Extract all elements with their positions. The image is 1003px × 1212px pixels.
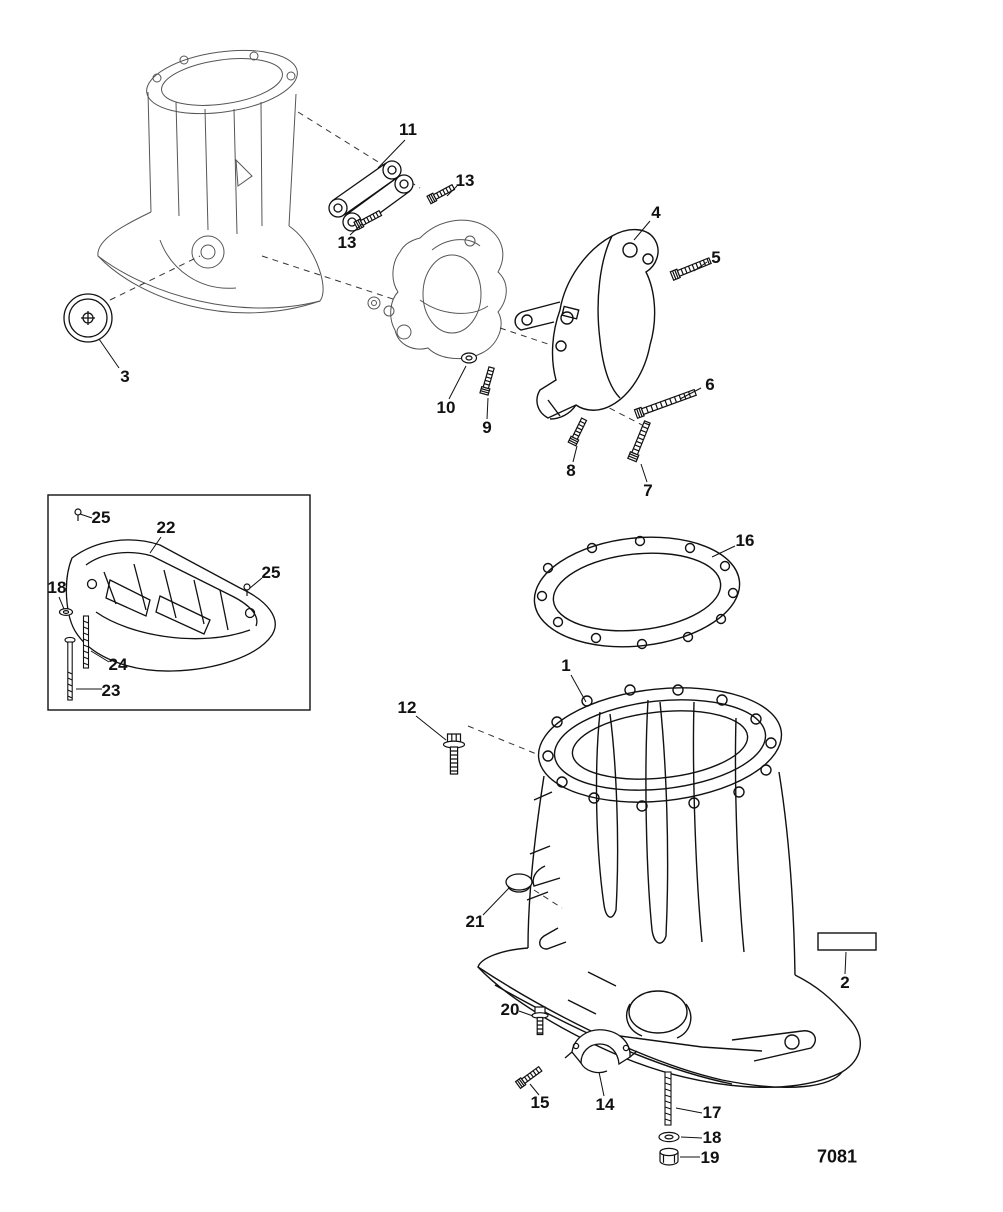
bolt-9 — [479, 365, 497, 396]
callout-1: 1 — [561, 656, 571, 675]
clamp-bracket-drawing — [514, 229, 659, 420]
callout-18-lower: 18 — [702, 1128, 722, 1147]
bolt-15 — [514, 1064, 544, 1089]
callout-18-inset: 18 — [47, 578, 67, 597]
callout-25-left: 25 — [91, 508, 111, 527]
callout-2: 2 — [840, 973, 850, 992]
leader-lines — [58, 139, 847, 1158]
inset-detail-box — [47, 494, 311, 711]
callout-21: 21 — [465, 912, 485, 931]
bolt-13-upper — [426, 182, 456, 205]
bolt-8 — [567, 416, 589, 447]
bolt-23-drawing — [64, 636, 76, 701]
callout-22: 22 — [156, 518, 176, 537]
washer-10-drawing — [460, 352, 478, 364]
nut-19-drawing — [659, 1147, 679, 1166]
gasket-16-drawing — [533, 535, 741, 650]
upper-housing-ghost-drawing — [97, 49, 324, 314]
washer-18-lower-drawing — [658, 1131, 680, 1143]
callout-15: 15 — [530, 1093, 550, 1112]
screw-25-left — [74, 508, 82, 521]
driveshaft-housing-drawing — [477, 684, 861, 1088]
callout-11: 11 — [399, 120, 417, 139]
callout-17: 17 — [702, 1103, 722, 1122]
washer-18-inset-drawing — [58, 607, 74, 616]
decal-2-drawing — [817, 932, 877, 951]
callout-16: 16 — [735, 531, 755, 550]
trim-tab-drawing — [63, 293, 113, 343]
callout-10: 10 — [436, 398, 456, 417]
callout-19: 19 — [700, 1148, 720, 1167]
callout-24: 24 — [108, 655, 128, 674]
bolt-5 — [669, 255, 713, 281]
callout-20: 20 — [500, 1000, 520, 1019]
bolt-20 — [531, 1006, 549, 1036]
callout-13-lower: 13 — [337, 233, 357, 252]
screw-25-right — [243, 583, 251, 596]
exhaust-adapter-ghost-drawing — [367, 219, 507, 360]
callout-6: 6 — [705, 375, 715, 394]
side-cover-22-drawing — [65, 539, 276, 672]
callout-3: 3 — [120, 367, 130, 386]
callout-13-upper: 13 — [455, 171, 475, 190]
bolt-6 — [633, 387, 698, 419]
callout-5: 5 — [711, 248, 721, 267]
callout-4: 4 — [651, 203, 661, 222]
plug-21-drawing — [505, 873, 533, 893]
callout-25-right: 25 — [261, 563, 281, 582]
clamp-14-drawing — [564, 1029, 638, 1074]
stud-24-drawing — [82, 615, 90, 669]
callout-23: 23 — [101, 681, 121, 700]
callout-7: 7 — [643, 481, 653, 500]
callout-14: 14 — [595, 1095, 615, 1114]
bolt-7 — [627, 419, 653, 463]
figure-number: 7081 — [816, 1146, 858, 1167]
stud-17-drawing — [664, 1071, 672, 1126]
bolt-12 — [442, 733, 466, 775]
callout-12: 12 — [397, 698, 417, 717]
callout-8: 8 — [566, 461, 576, 480]
callout-9: 9 — [482, 418, 492, 437]
